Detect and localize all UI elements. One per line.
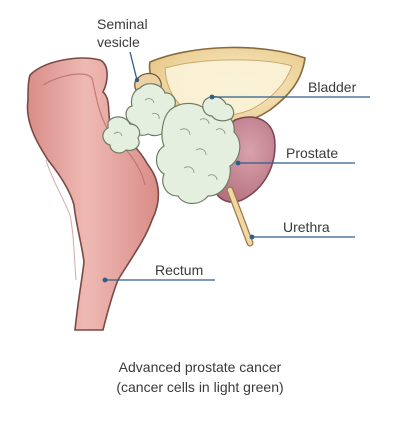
leader-lines	[105, 51, 370, 281]
label-seminal-vesicle-line2: vesicle	[97, 34, 140, 50]
caption-line1: Advanced prostate cancer	[119, 359, 282, 375]
label-bladder: Bladder	[308, 79, 357, 95]
label-urethra: Urethra	[283, 219, 330, 235]
cancer-cell-texture	[113, 98, 226, 181]
leader-dots	[102, 77, 255, 283]
label-prostate: Prostate	[286, 145, 338, 161]
caption-line2: (cancer cells in light green)	[116, 379, 283, 395]
label-seminal-vesicle-line1: Seminal	[97, 16, 148, 32]
seminal-vesicle-leader	[129, 51, 138, 81]
urethra-shape	[226, 186, 254, 247]
label-rectum: Rectum	[155, 262, 203, 278]
